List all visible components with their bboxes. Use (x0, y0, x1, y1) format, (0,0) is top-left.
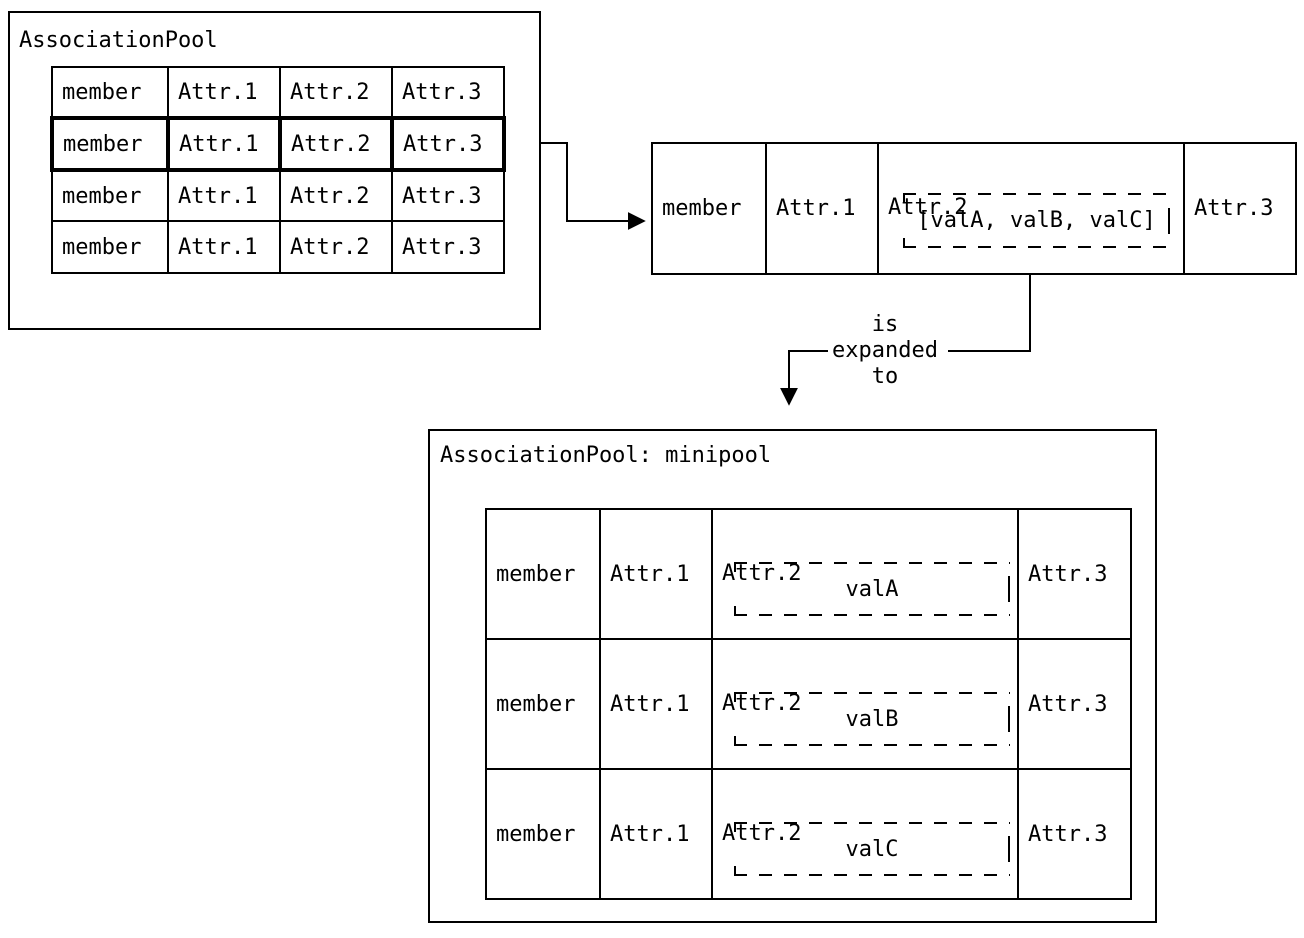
cell-attr1: Attr.1 (765, 142, 879, 275)
cell-attr3: Attr.3 (1183, 142, 1297, 275)
cell-attr1: Attr.1 (166, 116, 282, 172)
expanded-row-table: member Attr.1 Attr.2 [valA, valB, valC] … (651, 142, 1297, 275)
cell-member: member (651, 142, 767, 275)
expanded-row: member Attr.1 Attr.2 [valA, valB, valC] … (651, 142, 1297, 275)
attr2-value-dashed-box: valC (734, 822, 1010, 876)
cell-attr1: Attr.1 (167, 220, 281, 274)
cell-attr1: Attr.1 (599, 638, 713, 770)
association-pool-box: AssociationPool member Attr.1 Attr.2 Att… (8, 11, 541, 330)
attr2-value-dashed-box: valA (734, 562, 1010, 616)
attr2-value: valC (845, 836, 899, 862)
cell-member: member (485, 638, 601, 770)
minipool-table: member Attr.1 Attr.2 valA Attr.3 member … (485, 508, 1132, 900)
arrow-label: is expanded to (820, 312, 950, 390)
dashed-box-right-edge (1008, 706, 1010, 732)
cell-attr1: Attr.1 (599, 508, 713, 640)
minipool-row: member Attr.1 Attr.2 valC Attr.3 (485, 768, 1132, 900)
arrow-label-line3: to (871, 364, 899, 389)
cell-member: member (51, 66, 169, 119)
cell-attr2: Attr.2 valA (711, 508, 1019, 640)
cell-attr3: Attr.3 (1017, 638, 1132, 770)
highlighted-pool-row: member Attr.1 Attr.2 Attr.3 (50, 116, 506, 172)
arrow-label-line1: is (871, 312, 899, 337)
association-pool-table: member Attr.1 Attr.2 Attr.3 member Attr.… (50, 66, 506, 274)
cell-attr3: Attr.3 (391, 66, 505, 119)
cell-attr3: Attr.3 (390, 116, 506, 172)
cell-member: member (485, 768, 601, 900)
cell-attr2: Attr.2 (279, 169, 393, 222)
minipool-box: AssociationPool: minipool member Attr.1 … (428, 429, 1157, 923)
cell-attr2: Attr.2 (279, 220, 393, 274)
cell-member: member (50, 116, 170, 172)
cell-member: member (485, 508, 601, 640)
cell-attr3: Attr.3 (391, 169, 505, 222)
cell-attr1: Attr.1 (167, 169, 281, 222)
attr2-value-dashed-box: [valA, valB, valC] (903, 193, 1170, 248)
dashed-box-right-edge (1168, 207, 1170, 234)
arrow-label-line2: expanded (832, 338, 938, 363)
attr2-value: valB (845, 706, 899, 732)
cell-attr3: Attr.3 (1017, 508, 1132, 640)
attr2-value: valA (845, 576, 899, 602)
cell-attr2: Attr.2 valC (711, 768, 1019, 900)
cell-attr2: Attr.2 (279, 66, 393, 119)
attr2-value-list: [valA, valB, valC] (917, 208, 1156, 233)
dashed-box-right-edge (1008, 836, 1010, 862)
cell-attr2: Attr.2 valB (711, 638, 1019, 770)
arrow-expanded-to-minipool-right-segment (948, 273, 1031, 352)
pool-row: member Attr.1 Attr.2 Attr.3 (51, 220, 505, 274)
cell-attr3: Attr.3 (391, 220, 505, 274)
cell-attr2: Attr.2 (278, 116, 394, 172)
cell-attr2: Attr.2 [valA, valB, valC] (877, 142, 1185, 275)
cell-member: member (51, 169, 169, 222)
minipool-row: member Attr.1 Attr.2 valB Attr.3 (485, 638, 1132, 770)
cell-attr3: Attr.3 (1017, 768, 1132, 900)
minipool-row: member Attr.1 Attr.2 valA Attr.3 (485, 508, 1132, 640)
minipool-title: AssociationPool: minipool (440, 443, 772, 468)
cell-attr1: Attr.1 (599, 768, 713, 900)
dashed-box-right-edge (1008, 576, 1010, 602)
attr2-value-dashed-box: valB (734, 692, 1010, 746)
cell-attr1: Attr.1 (167, 66, 281, 119)
cell-member: member (51, 220, 169, 274)
pool-row: member Attr.1 Attr.2 Attr.3 (51, 169, 505, 222)
association-pool-title: AssociationPool (19, 28, 218, 53)
pool-row: member Attr.1 Attr.2 Attr.3 (51, 66, 505, 119)
